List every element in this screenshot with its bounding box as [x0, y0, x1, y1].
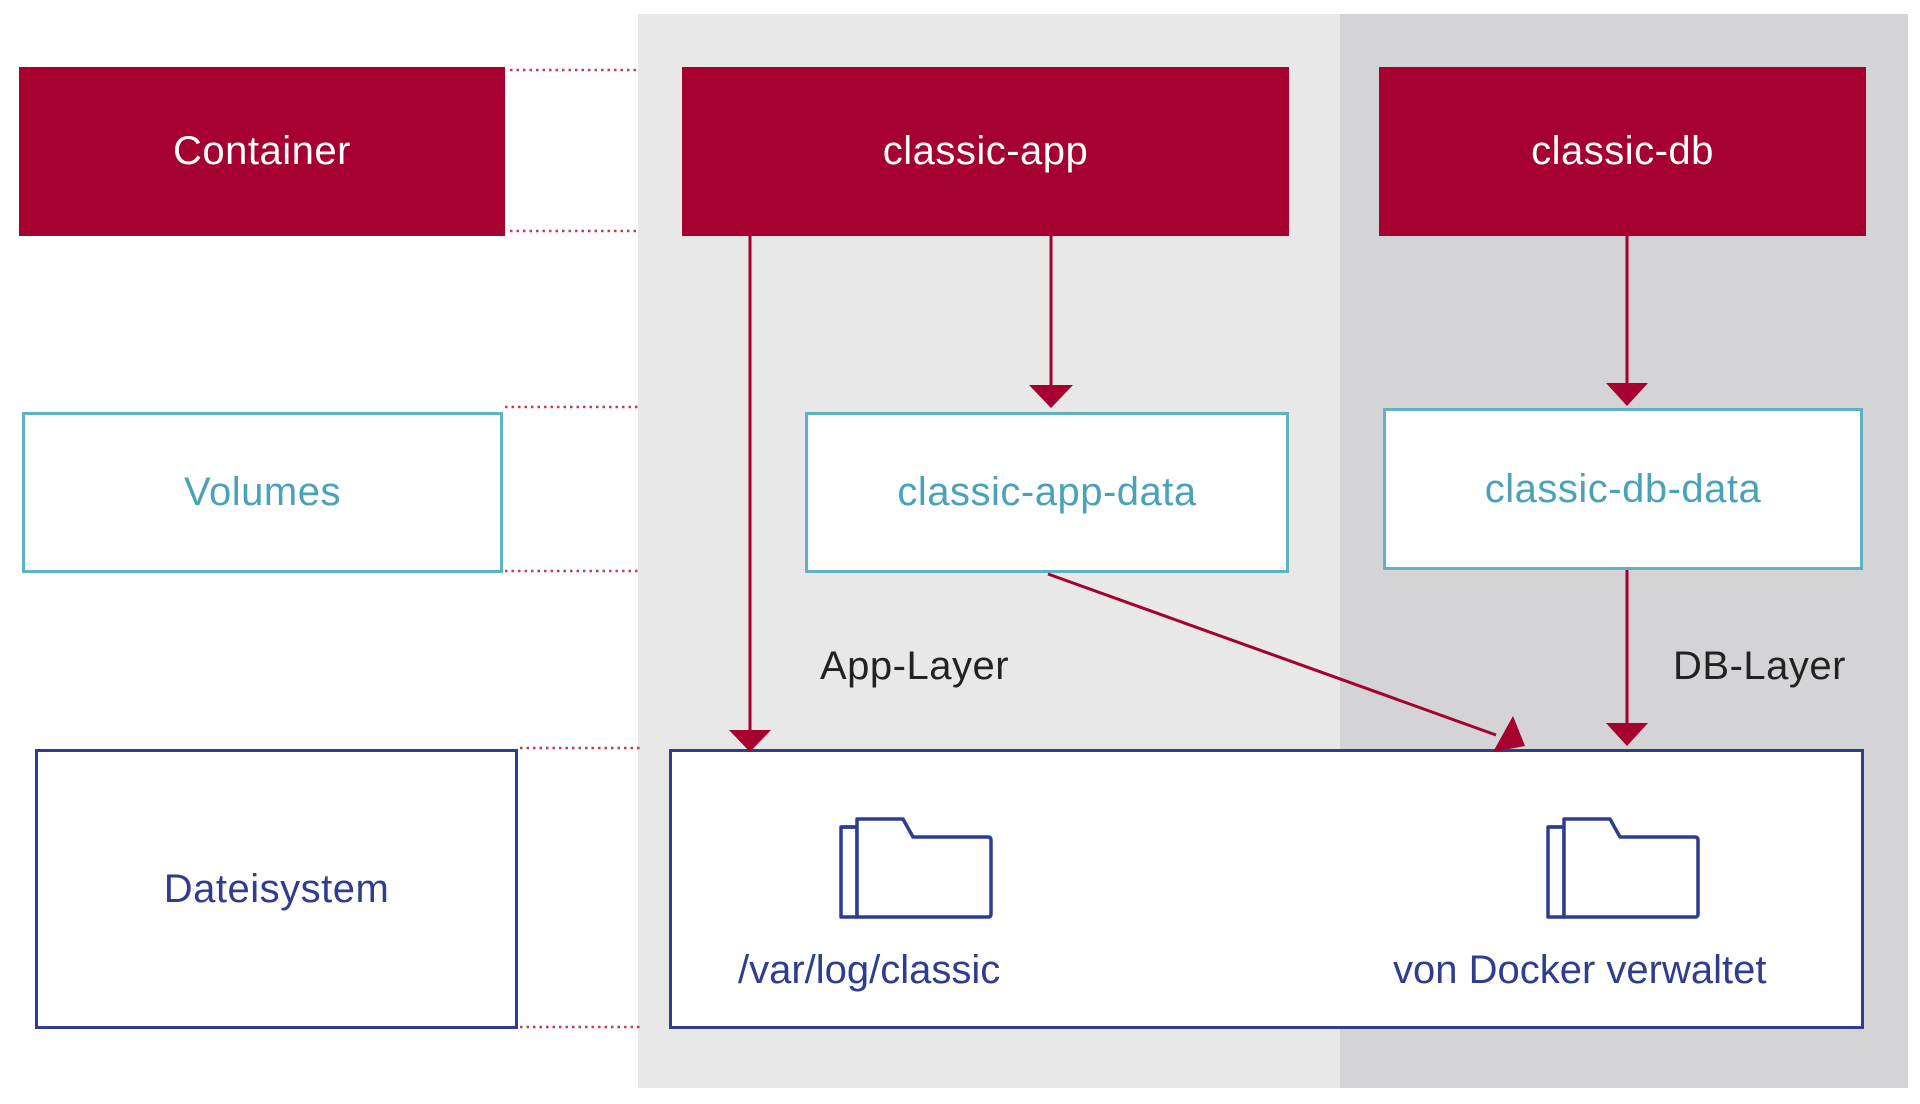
classic-app-data-label: classic-app-data [897, 470, 1197, 514]
volumes-row-text: Volumes [184, 470, 341, 514]
classic-app-data-volume: classic-app-data [805, 412, 1289, 573]
classic-db-container: classic-db [1379, 67, 1866, 236]
container-row-text: Container [173, 129, 351, 173]
folder-icon [839, 817, 993, 919]
classic-db-data-volume: classic-db-data [1383, 408, 1863, 570]
folder-icon [1546, 817, 1700, 919]
volumes-row-label: Volumes [22, 412, 503, 573]
db-layer-label: DB-Layer [1673, 644, 1846, 688]
log-path-label: /var/log/classic [738, 948, 1001, 992]
classic-db-data-label: classic-db-data [1484, 466, 1762, 511]
filesystem-row-text: Dateisystem [163, 866, 390, 911]
app-layer-label: App-Layer [820, 644, 1010, 688]
filesystem-row-label: Dateisystem [35, 749, 518, 1029]
container-row-label: Container [19, 67, 505, 236]
classic-app-label: classic-app [882, 129, 1089, 173]
classic-app-container: classic-app [682, 67, 1289, 236]
classic-db-label: classic-db [1531, 129, 1714, 173]
docker-managed-label: von Docker verwaltet [1393, 948, 1767, 992]
